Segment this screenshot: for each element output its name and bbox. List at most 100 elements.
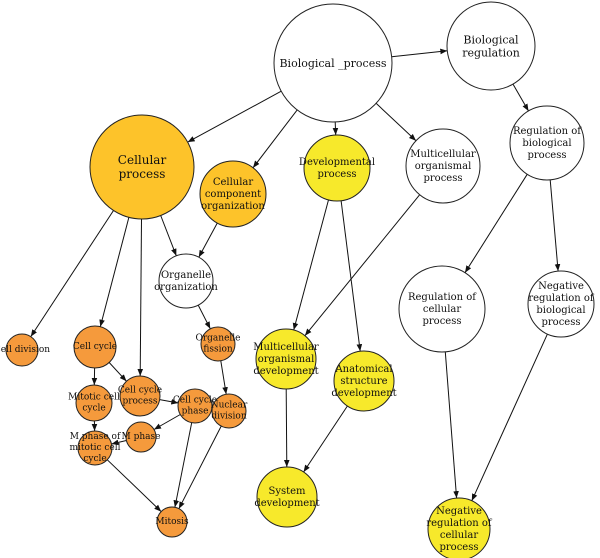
node-label-line: division: [211, 411, 247, 421]
node-label-biological-process: Biological _process: [279, 57, 386, 70]
node-label-line: development: [331, 388, 396, 399]
node-label-line: Mitotic cell: [68, 393, 120, 403]
node-label-line: cellular: [423, 304, 462, 315]
node-label-line: M phase: [122, 432, 161, 442]
node-label-m-phase: M phase: [122, 432, 161, 442]
node-label-line: development: [253, 366, 318, 377]
node-label-line: Multicellular: [410, 149, 476, 160]
node-label-line: Cell division: [0, 345, 50, 355]
edge-anatomical-structure-development-to-system-development: [303, 405, 348, 473]
node-label-line: Cell cycle: [173, 396, 217, 406]
edge-nuclear-division-to-mitosis: [178, 425, 222, 509]
edge-developmental-process-to-multicellular-organismal-development: [292, 199, 329, 331]
edge-biological-process-to-developmental-process: [332, 121, 339, 136]
edge-cellular-process-to-cell-cycle: [99, 217, 130, 327]
node-label-line: cellular: [440, 530, 479, 541]
node-circle-biological-regulation: [446, 1, 536, 91]
node-circle-cell-division: [5, 333, 39, 367]
node-circle-m-phase: [125, 421, 157, 453]
node-label-line: development: [254, 498, 319, 509]
node-label-line: Biological: [463, 33, 519, 46]
edge-cell-cycle-process-to-cell-cycle-phase: [159, 398, 179, 405]
node-label-line: component: [205, 189, 261, 200]
edge-cellular-process-to-cell-division: [30, 210, 114, 337]
node-biological-process: Biological _process: [273, 3, 393, 123]
node-label-line: process: [440, 542, 479, 553]
node-label-line: biological: [522, 138, 571, 149]
node-m-phase: M phase: [122, 421, 161, 453]
node-circle-developmental-process: [303, 134, 371, 202]
node-label-line: process: [318, 169, 357, 180]
node-circle-cellular-component-organization: [199, 160, 267, 228]
node-circle-m-phase-of-mitotic-cell-cycle: [77, 430, 113, 466]
node-circle-anatomical-structure-development: [333, 350, 395, 412]
edge-biological-regulation-to-regulation-of-biological-process: [512, 83, 529, 112]
node-label-line: Regulation of: [513, 126, 582, 137]
node-label-line: process: [119, 167, 166, 181]
node-label-line: Mitosis: [155, 517, 189, 527]
node-label-line: organismal: [258, 354, 315, 365]
node-label-line: Nuclear: [211, 401, 248, 411]
node-label-line: regulation: [462, 46, 520, 59]
node-circle-cell-cycle-process: [119, 375, 161, 417]
node-label-line: Biological _process: [279, 57, 386, 70]
node-label-line: Cellular: [213, 177, 254, 188]
edge-multicellular-organismal-development-to-system-development: [283, 388, 290, 468]
node-label-line: System: [268, 486, 306, 497]
node-label-line: Cell cycle: [73, 342, 117, 352]
node-label-line: structure: [340, 376, 387, 387]
node-label-line: fission: [203, 344, 233, 354]
node-label-line: regulation of: [528, 293, 595, 304]
node-label-line: biological: [536, 305, 585, 316]
edge-cellular-process-to-organelle-organization: [160, 215, 177, 256]
node-label-line: Developmental: [299, 157, 375, 168]
node-circle-multicellular-organismal-development: [255, 328, 317, 390]
edge-m-phase-of-mitotic-cell-cycle-to-mitosis: [106, 459, 162, 512]
edge-biological-process-to-cellular-process: [187, 90, 282, 143]
edge-regulation-of-biological-process-to-negative-regulation-of-biological-process: [549, 179, 561, 272]
node-circle-cellular-process: [89, 114, 195, 220]
node-label-line: mitotic cell: [70, 443, 121, 453]
node-label-line: organization: [154, 282, 218, 293]
node-cell-division: Cell division: [0, 333, 50, 367]
edge-multicellular-organismal-process-to-multicellular-organismal-development: [304, 194, 421, 337]
node-circle-cell-cycle: [73, 325, 117, 369]
node-cell-cycle: Cell cycle: [73, 325, 117, 369]
node-label-line: organismal: [415, 161, 472, 172]
node-label-line: Multicellular: [253, 342, 319, 353]
node-label-mitosis: Mitosis: [155, 517, 189, 527]
node-circle-biological-process: [273, 3, 393, 123]
node-circle-regulation-of-cellular-process: [398, 265, 486, 353]
node-label-line: Organelle: [195, 334, 240, 344]
node-label-line: Anatomical: [334, 364, 392, 375]
node-circle-system-development: [256, 466, 318, 528]
node-label-line: process: [122, 396, 157, 406]
node-label-line: Negative: [538, 281, 584, 292]
node-label-cell-cycle: Cell cycle: [73, 342, 117, 352]
node-circle-organelle-organization: [158, 253, 214, 309]
